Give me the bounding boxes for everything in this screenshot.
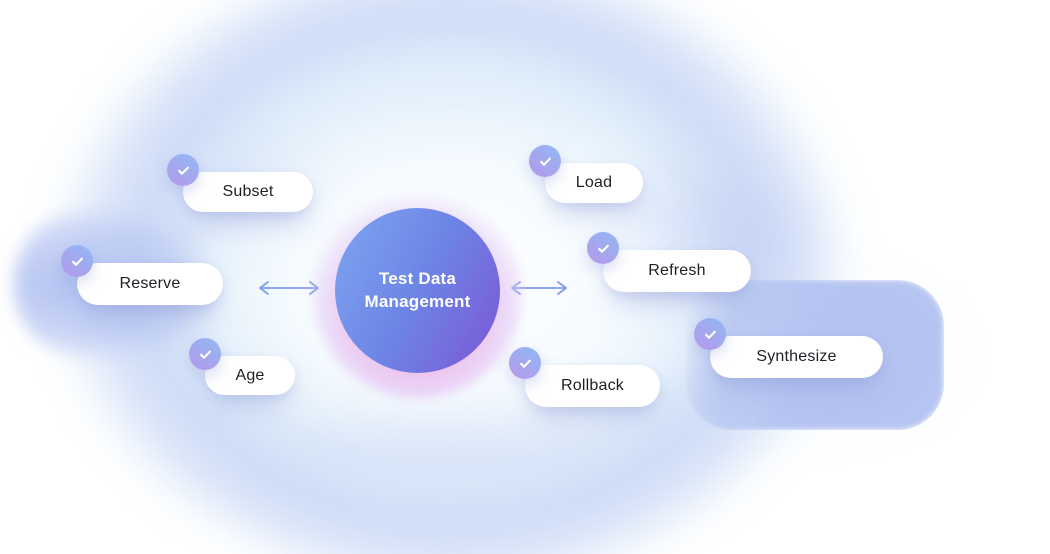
check-icon [539,157,551,166]
center-node-test-data-management: Test Data Management [335,208,500,373]
node-label: Refresh [603,250,751,292]
node-rollback: Rollback [509,347,660,407]
check-icon [704,330,716,339]
check-badge [61,245,93,277]
check-badge [694,318,726,350]
check-badge [189,338,221,370]
node-label: Load [545,163,643,203]
node-synthesize: Synthesize [694,318,883,378]
node-label: Rollback [525,365,660,407]
check-icon [519,359,531,368]
check-icon [199,350,211,359]
node-label: Subset [183,172,313,212]
node-label: Reserve [77,263,223,305]
bidirectional-arrow-icon [259,281,319,295]
check-badge [167,154,199,186]
node-label: Synthesize [710,336,883,378]
check-icon [177,166,189,175]
node-refresh: Refresh [587,232,751,292]
node-reserve: Reserve [61,245,223,305]
check-icon [597,244,609,253]
node-age: Age [189,338,295,395]
node-label: Age [205,356,295,395]
check-badge [529,145,561,177]
node-load: Load [529,145,643,203]
check-icon [71,257,83,266]
bidirectional-arrow-icon [511,281,567,295]
node-subset: Subset [167,154,313,212]
check-badge [587,232,619,264]
check-badge [509,347,541,379]
center-node-label: Test Data Management [364,268,471,311]
